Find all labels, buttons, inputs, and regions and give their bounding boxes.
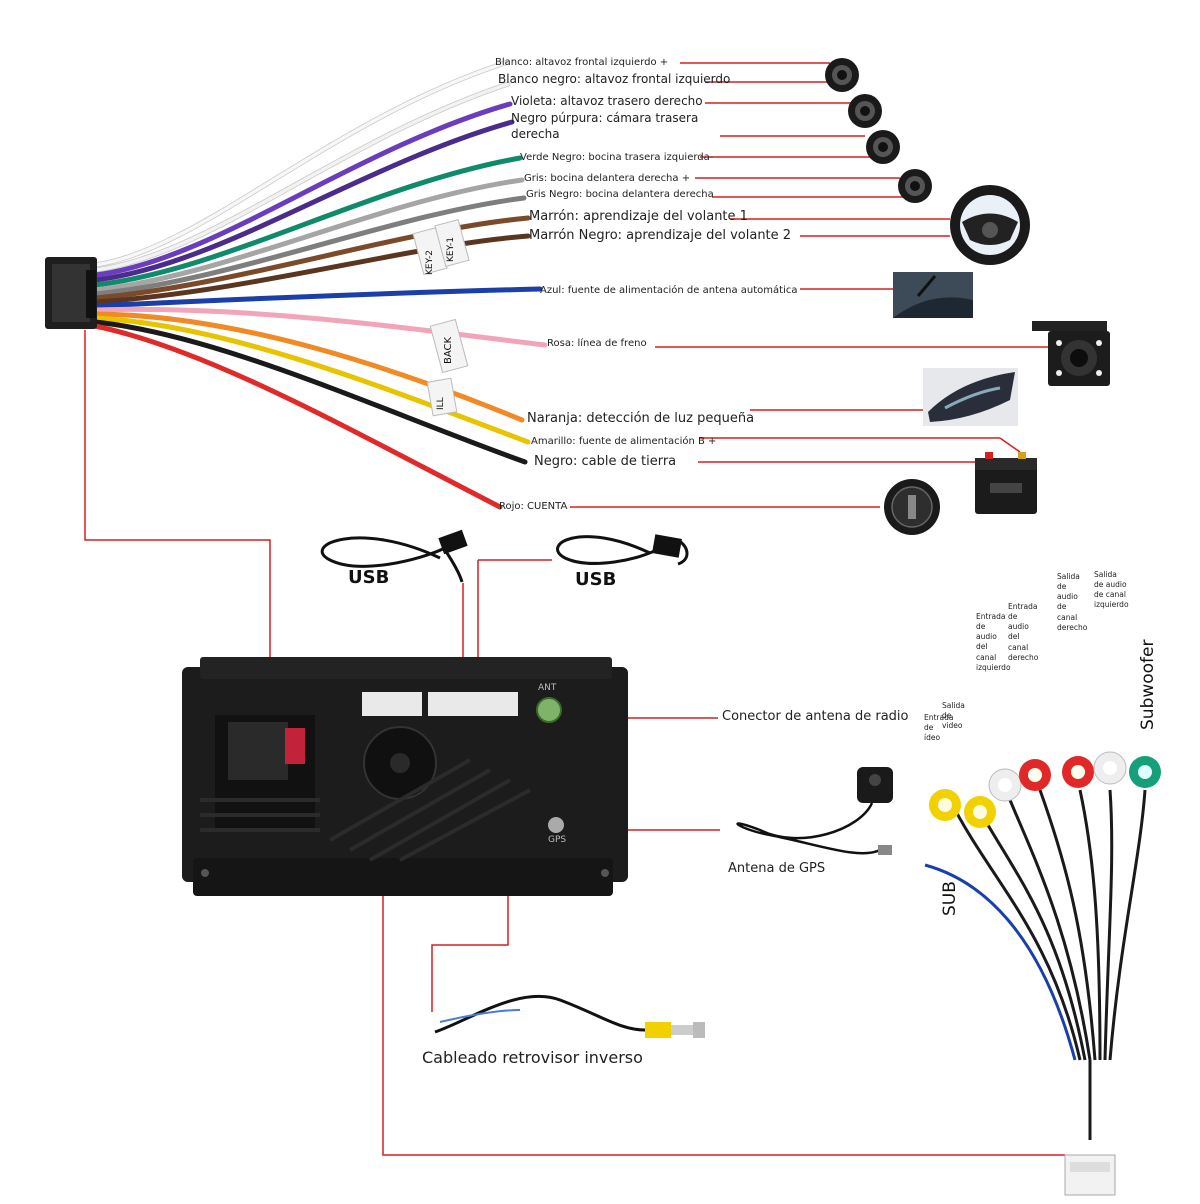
gps-label: GPS bbox=[548, 835, 567, 845]
label-gps-antenna: Antena de GPS bbox=[728, 861, 826, 876]
label-black: Negro: cable de tierra bbox=[534, 454, 677, 469]
label-brown: Marrón: aprendizaje del volante 1 bbox=[529, 209, 748, 224]
rear-camera-icon bbox=[1032, 321, 1110, 386]
gps-antenna-icon bbox=[736, 767, 893, 855]
steering-wheel-icon bbox=[950, 185, 1030, 265]
label-green-black: Verde Negro: bocina trasera izquierda- bbox=[520, 152, 714, 163]
label-black-purple-2: derecha bbox=[511, 127, 560, 141]
usb-label-right: USB bbox=[575, 569, 617, 590]
label-white-black: Blanco negro: altavoz frontal izquierdo bbox=[498, 72, 731, 86]
label-brown-black: Marrón Negro: aprendizaje del volante 2 bbox=[529, 228, 792, 243]
speaker-icon bbox=[898, 169, 932, 203]
label-radio-antenna: Conector de antena de radio bbox=[722, 709, 909, 724]
label-pink: Rosa: línea de freno bbox=[547, 338, 647, 349]
label-audio-out-right: Salida de audio de canal derecho bbox=[1057, 572, 1088, 632]
label-violet: Violeta: altavoz trasero derecho bbox=[511, 94, 703, 108]
label-blue: Azul: fuente de alimentación de antena a… bbox=[540, 285, 798, 296]
harness-connector bbox=[45, 257, 97, 329]
headlight-icon bbox=[923, 368, 1018, 426]
usb-cable-icon bbox=[320, 529, 468, 583]
ignition-key-icon bbox=[884, 479, 940, 535]
label-orange: Naranja: detección de luz pequeña bbox=[527, 411, 755, 426]
tag-back: BACK bbox=[443, 336, 454, 364]
wire-tags bbox=[412, 218, 470, 417]
label-audio-in-left: Entrada de audio del canal izquierdo bbox=[976, 612, 1011, 672]
reverse-cable-icon bbox=[434, 994, 705, 1038]
usb-label-left: USB bbox=[348, 567, 390, 588]
label-subwoofer: Subwoofer bbox=[1138, 639, 1158, 731]
battery-icon bbox=[975, 452, 1037, 514]
speaker-icon bbox=[848, 94, 882, 128]
label-video-out: Salida de video bbox=[942, 701, 965, 731]
label-audio-out-left: Salida de audio de canal izquierdo bbox=[1094, 570, 1129, 610]
label-audio-in-right: Entrada de audio del canal derecho bbox=[1008, 602, 1039, 662]
label-gray-black: Gris Negro: bocina delantera derecha bbox=[526, 189, 714, 200]
tag-key2: KEY-2 bbox=[425, 250, 435, 275]
label-sub: SUB bbox=[940, 881, 960, 916]
head-unit bbox=[182, 657, 628, 896]
label-black-purple: Negro púrpura: cámara trasera bbox=[511, 111, 699, 125]
usb-cable-icon bbox=[556, 534, 689, 566]
label-video-in: Entrada de ídeo bbox=[924, 713, 954, 743]
car-antenna-icon bbox=[893, 272, 973, 318]
label-white: Blanco: altavoz frontal izquierdo + bbox=[495, 57, 669, 68]
label-yellow: Amarillo: fuente de alimentación B + bbox=[531, 436, 717, 447]
tag-ill: ILL bbox=[436, 397, 446, 410]
label-reverse-cable: Cableado retrovisor inverso bbox=[422, 1048, 643, 1067]
rca-connector-icon bbox=[924, 751, 1161, 1196]
speaker-icon bbox=[825, 58, 859, 92]
label-gray: Gris: bocina delantera derecha + bbox=[524, 173, 691, 184]
label-red: Rojo: CUENTA bbox=[499, 501, 568, 512]
speaker-icon bbox=[866, 130, 900, 164]
ant-label: ANT bbox=[538, 683, 557, 693]
guide-lines bbox=[84, 62, 1065, 1156]
tag-key1: KEY-1 bbox=[446, 237, 456, 262]
wire-harness bbox=[92, 60, 548, 510]
